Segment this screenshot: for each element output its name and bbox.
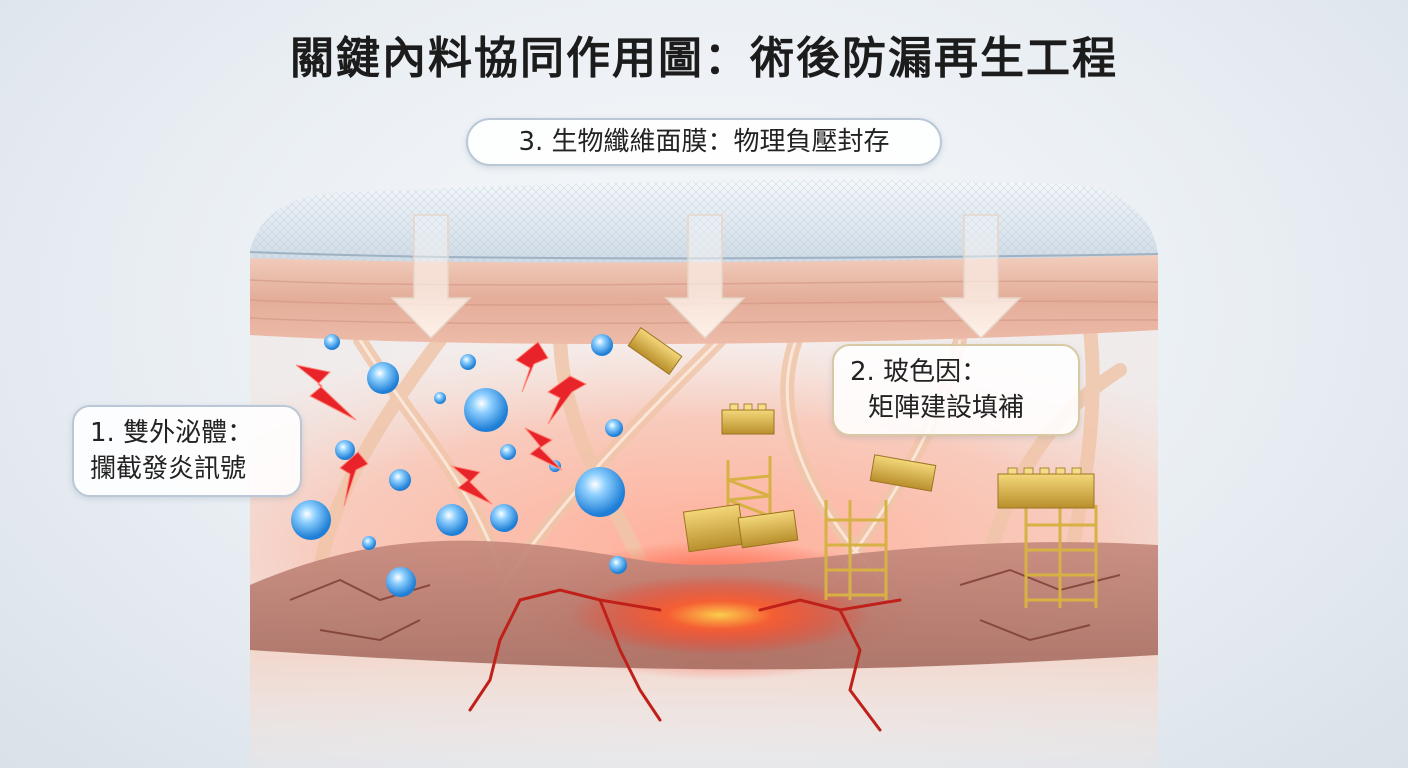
membrane-label-text: 3. 生物纖維面膜：物理負壓封存 <box>518 127 889 157</box>
pdrn-label: 2. 玻色因： 矩陣建設填補 <box>832 344 1080 436</box>
pdrn-label-line2: 矩陣建設填補 <box>850 390 1062 426</box>
membrane-label: 3. 生物纖維面膜：物理負壓封存 <box>466 118 942 166</box>
exosome-label: 1. 雙外泌體： 攔截發炎訊號 <box>72 405 302 497</box>
exosome-icon <box>389 469 411 491</box>
exosome-label-line1: 1. 雙外泌體： <box>90 415 284 451</box>
exosome-icon <box>490 504 518 532</box>
pdrn-label-line1: 2. 玻色因： <box>850 354 1062 390</box>
exosome-icon <box>591 334 613 356</box>
exosome-label-line2: 攔截發炎訊號 <box>90 451 284 487</box>
exosome-icon <box>436 504 468 536</box>
gold-block-icon <box>722 410 774 434</box>
exosome-icon <box>367 362 399 394</box>
exosome-icon <box>575 467 625 517</box>
gold-block-icon <box>998 474 1094 508</box>
exosome-icon <box>500 444 516 460</box>
exosome-icon <box>464 388 508 432</box>
exosome-icon <box>291 500 331 540</box>
exosome-icon <box>605 419 623 437</box>
gold-block-icon <box>683 504 744 551</box>
exosome-icon <box>460 354 476 370</box>
exosome-icon <box>362 536 376 550</box>
exosome-icon <box>324 334 340 350</box>
exosome-icon <box>434 392 446 404</box>
exosome-icon <box>386 567 416 597</box>
exosome-icon <box>609 556 627 574</box>
